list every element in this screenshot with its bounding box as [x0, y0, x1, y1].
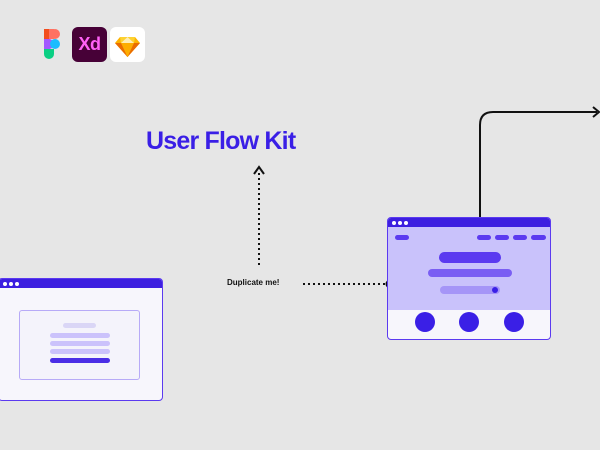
window-titlebar	[0, 279, 162, 288]
window-dot	[3, 281, 7, 286]
window-dot	[398, 220, 402, 225]
nav-item-bar[interactable]	[477, 235, 491, 240]
nav-item-bar[interactable]	[495, 235, 509, 240]
hero-heading-bar	[439, 252, 501, 263]
card-line	[50, 341, 110, 346]
card-heading-bar	[63, 323, 96, 328]
sketch-icon	[110, 27, 145, 62]
connector-label: Duplicate me!	[227, 278, 280, 287]
feature-circle[interactable]	[504, 312, 524, 332]
hero-cta-bar[interactable]	[440, 286, 500, 294]
right-window-mockup[interactable]	[387, 217, 551, 340]
page-title: User Flow Kit	[146, 127, 296, 155]
hero-subtitle-bar	[428, 269, 512, 277]
nav-item-bar[interactable]	[513, 235, 527, 240]
logo-bar	[395, 235, 409, 240]
card-button-bar[interactable]	[50, 358, 110, 363]
figma-icon	[36, 27, 71, 62]
hero-section	[388, 227, 550, 310]
window-dot	[404, 220, 408, 225]
window-dot	[9, 281, 13, 286]
window-dot	[15, 281, 19, 286]
feature-circle[interactable]	[459, 312, 479, 332]
hero-cta-dot	[492, 287, 498, 293]
card-line	[50, 333, 110, 338]
connector-exit	[479, 111, 597, 219]
nav-item-bar[interactable]	[531, 235, 546, 240]
form-card	[19, 310, 140, 380]
feature-circle[interactable]	[415, 312, 435, 332]
arrow-right-icon	[592, 106, 600, 118]
left-window-mockup[interactable]	[0, 278, 163, 401]
window-titlebar	[388, 218, 550, 227]
arrow-up-icon	[253, 165, 265, 175]
adobe-xd-icon: Xd	[72, 27, 107, 62]
window-dot	[392, 220, 396, 225]
card-line	[50, 349, 110, 354]
